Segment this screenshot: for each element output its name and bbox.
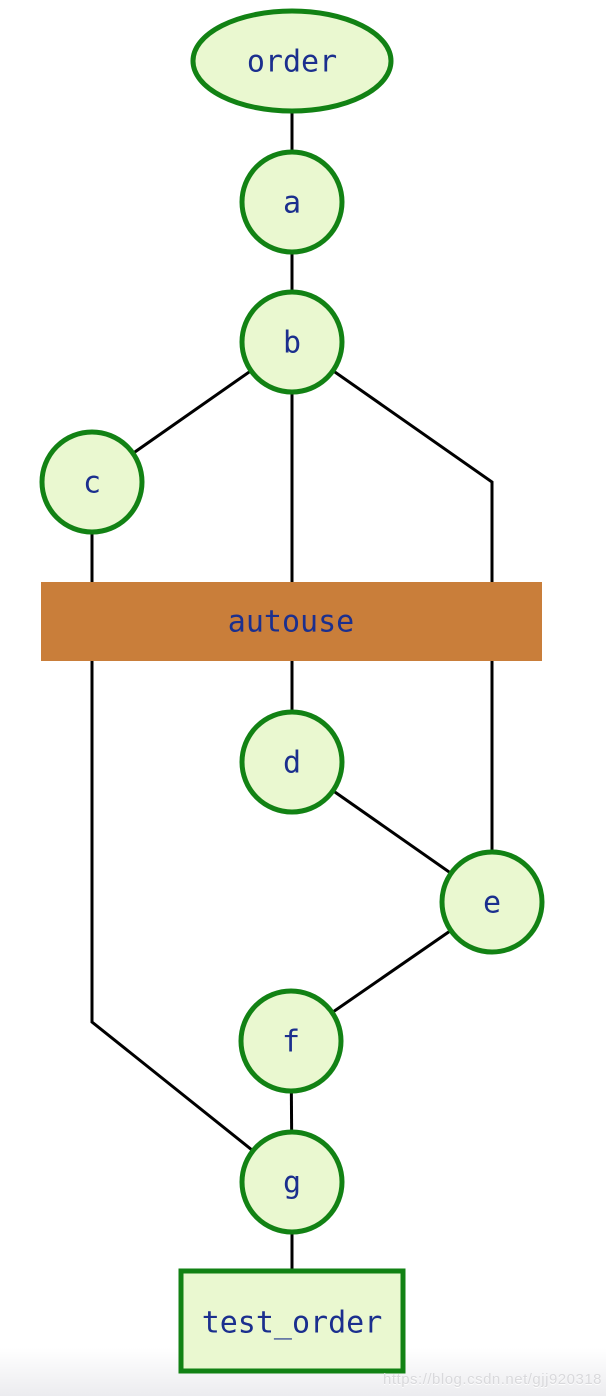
g-circle bbox=[239, 1129, 345, 1235]
autouse-label: autouse bbox=[228, 605, 354, 640]
order-label: order bbox=[247, 45, 337, 80]
b-label: b bbox=[283, 326, 301, 361]
node-c: c bbox=[39, 429, 145, 535]
f-circle bbox=[238, 988, 344, 1094]
d-circle bbox=[239, 709, 345, 815]
autouse-bar bbox=[41, 582, 542, 661]
order-ellipse bbox=[190, 8, 394, 114]
test-order-rect bbox=[178, 1268, 406, 1374]
node-e: e bbox=[439, 849, 545, 955]
a-label: a bbox=[283, 186, 301, 221]
node-g: g bbox=[239, 1129, 345, 1235]
node-test-order: test_order bbox=[178, 1268, 406, 1374]
c-circle bbox=[39, 429, 145, 535]
c-label: c bbox=[83, 466, 101, 501]
edge-b-e bbox=[291, 340, 494, 902]
node-b: b bbox=[239, 289, 345, 395]
node-d: d bbox=[239, 709, 345, 815]
csdn-watermark: https://blog.csdn.net/gjj920318 bbox=[383, 1371, 602, 1388]
e-label: e bbox=[483, 886, 501, 921]
d-label: d bbox=[283, 746, 301, 781]
node-a: a bbox=[239, 149, 345, 255]
g-label: g bbox=[283, 1166, 301, 1201]
node-f: f bbox=[238, 988, 344, 1094]
node-order: order bbox=[190, 8, 394, 114]
edge-c-g bbox=[90, 482, 293, 1184]
a-circle bbox=[239, 149, 345, 255]
b-circle bbox=[239, 289, 345, 395]
node-autouse: autouse bbox=[41, 582, 542, 661]
f-label: f bbox=[282, 1025, 300, 1060]
test-order-label: test_order bbox=[202, 1306, 383, 1341]
e-circle bbox=[439, 849, 545, 955]
